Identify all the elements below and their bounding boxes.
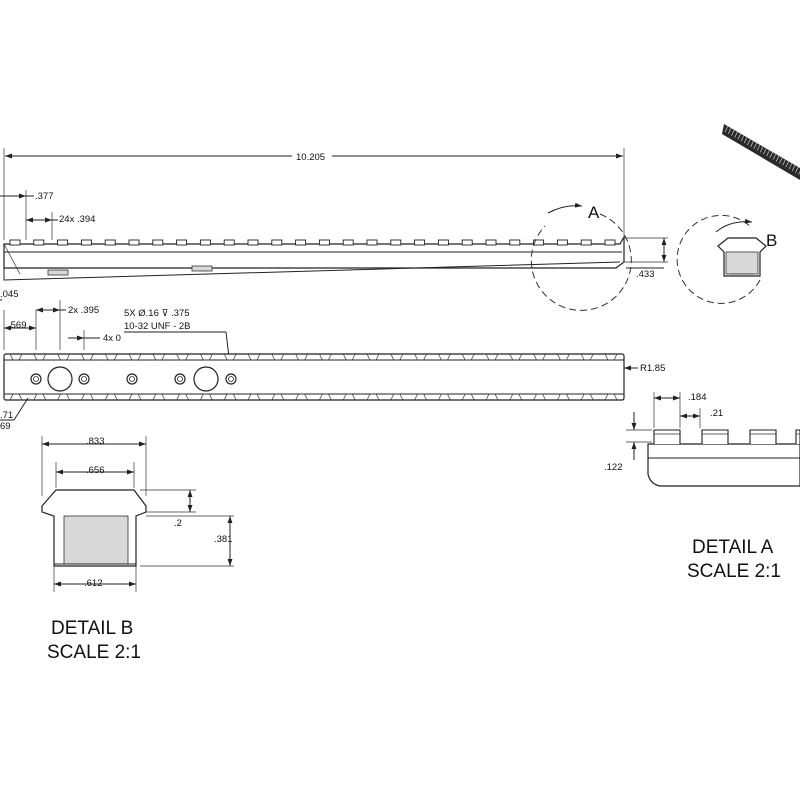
rail-slot: [128, 239, 140, 246]
rail-slot: [366, 239, 378, 246]
detail-b-top-width-label: .833: [86, 436, 105, 447]
left-edge-value-label: .045: [0, 289, 19, 300]
left-partial-label-2: 69: [0, 421, 11, 432]
detail-b-letter: B: [766, 231, 777, 250]
mount-hole-large-2: [193, 366, 219, 392]
rail-slot: [318, 239, 330, 246]
end-view-b: B: [676, 214, 777, 304]
radius-label: R1.85: [640, 363, 665, 374]
slot-pitch-label: 24x .394: [59, 214, 95, 225]
left-partial-label-1: .71: [0, 410, 13, 421]
mount-hole-4: [174, 373, 186, 385]
rail-slot: [33, 239, 45, 246]
detail-a-circle: [530, 213, 632, 311]
detail-b-view: .833 .656 .2 .381 .612 DETAIL B SCALE 2:…: [41, 436, 234, 663]
detail-b-mid-width-label: .656: [86, 465, 105, 476]
rail-slot: [509, 239, 521, 246]
hole-spacing-label: 2x .395: [68, 305, 99, 316]
detail-a-body: [647, 443, 800, 487]
top-view-slot-ticks: [9, 353, 618, 401]
rail-slot: [271, 239, 283, 246]
side-slots: [9, 239, 616, 246]
height-front-label: .433: [636, 269, 655, 280]
first-slot-offset-label: .377: [35, 191, 54, 202]
rail-slot: [247, 239, 259, 246]
rail-side-view: 10.205 .377 24x .394 .433 .045 A: [0, 148, 668, 311]
rail-slot: [556, 239, 568, 246]
detail-a-letter: A: [588, 203, 600, 222]
detail-b-height-label: .381: [214, 534, 233, 545]
rail-slot: [152, 239, 164, 246]
hole-callout-line-1: 5X Ø.16 ⊽ .375: [124, 308, 190, 319]
mount-hole-5: [225, 373, 237, 385]
hole-zero-label: 4x 0: [103, 333, 121, 344]
side-tab-left: [47, 269, 69, 276]
detail-b-chamfer-label: .2: [174, 518, 182, 529]
rail-slot: [104, 239, 116, 246]
overall-length-label: 10.205: [296, 152, 325, 163]
rail-slot: [199, 239, 211, 246]
side-tab-right: [191, 265, 213, 272]
detail-a-pitch-label: .184: [688, 392, 707, 403]
mount-hole-1: [30, 373, 42, 385]
rail-slot: [295, 239, 307, 246]
detail-a-scale: SCALE 2:1: [687, 561, 781, 582]
rail-slot: [390, 239, 402, 246]
mount-hole-2: [78, 373, 90, 385]
rail-slot: [414, 239, 426, 246]
detail-b-bottom-width-label: .612: [84, 578, 103, 589]
hole-callout-line-2: 10-32 UNF - 2B: [124, 321, 191, 332]
rail-slot: [437, 239, 449, 246]
rail-slot: [604, 239, 616, 246]
detail-b-channel: [63, 515, 129, 565]
rail-slot: [223, 239, 235, 246]
rail-slot: [57, 239, 69, 246]
rail-slot: [9, 239, 21, 246]
detail-b-scale: SCALE 2:1: [47, 642, 141, 663]
detail-a-view: .184 .21 .122 DETAIL A SCALE 2:1: [604, 392, 800, 582]
rail-slot: [461, 239, 473, 246]
rail-slot: [533, 239, 545, 246]
rail-slot: [176, 239, 188, 246]
detail-b-title: DETAIL B: [51, 618, 133, 639]
rail-slot: [80, 239, 92, 246]
mount-hole-3: [126, 373, 138, 385]
isometric-rail-preview: [722, 124, 800, 180]
detail-a-height-label: .122: [604, 462, 623, 473]
detail-a-title: DETAIL A: [692, 537, 774, 558]
rail-slot: [342, 239, 354, 246]
detail-a-slot-label: .21: [710, 408, 723, 419]
rail-body-top: [3, 353, 625, 401]
hole-offset-label: .569: [8, 320, 27, 331]
rail-top-view: .569 2x .395 4x 0 5X Ø.16 ⊽ .375 10-32 U…: [0, 299, 665, 432]
rail-slot: [485, 239, 497, 246]
mount-hole-large-1: [47, 366, 73, 392]
rail-slot: [580, 239, 592, 246]
